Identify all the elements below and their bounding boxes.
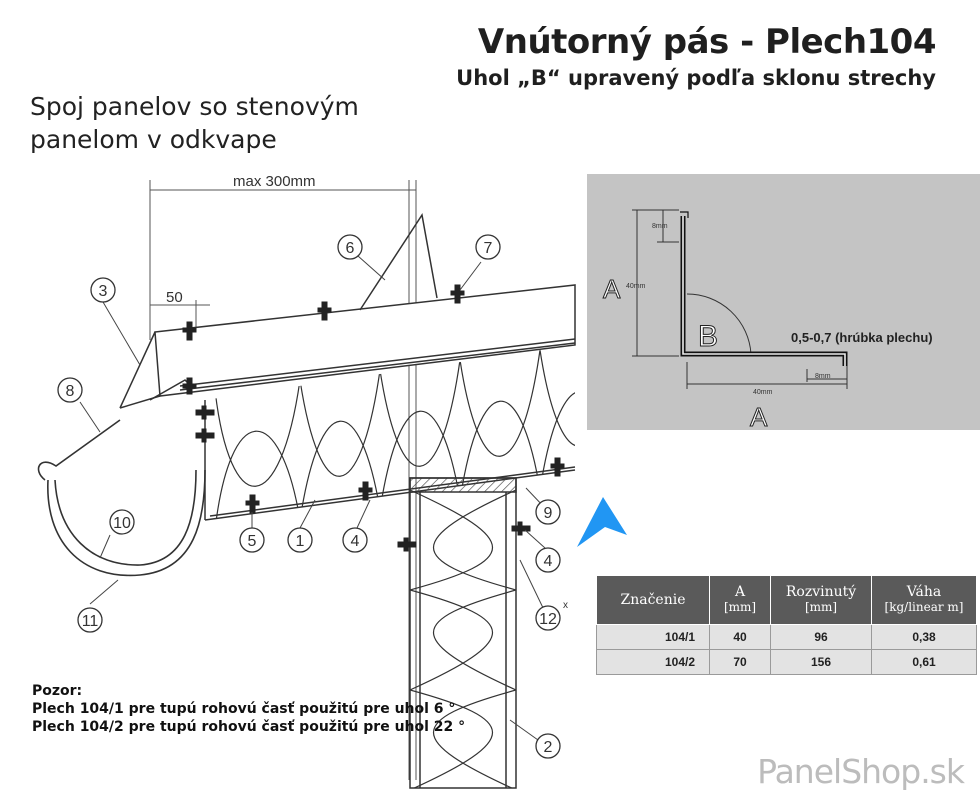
section-title: Spoj panelov so stenovým panelom v odkva…: [30, 90, 359, 156]
notes-heading: Pozor:: [32, 683, 83, 699]
header-marking: Značenie: [596, 575, 710, 625]
callout-6: 6: [346, 240, 355, 257]
callout-4-right: 4: [544, 553, 553, 570]
gutter: [37, 419, 206, 577]
label-b: B: [698, 320, 718, 353]
dim-8mm-bottom: 8mm: [815, 373, 831, 380]
notes-line-2: Plech 104/2 pre tupú rohovú časť použitú…: [32, 719, 466, 735]
brand-logo: PanelShop.sk: [757, 752, 965, 791]
cell-a: 70: [709, 649, 771, 675]
cell-weight: 0,61: [871, 649, 977, 675]
cell-unfolded: 96: [770, 624, 872, 650]
callout-11: 11: [82, 613, 99, 630]
callout-9: 9: [544, 505, 553, 522]
callout-circles: [57, 234, 561, 759]
ridge-flashing: [359, 213, 438, 311]
callout-4-left: 4: [351, 533, 360, 550]
callout-12-mark: x: [563, 600, 568, 611]
label-a-bottom: A: [750, 402, 768, 430]
thickness-note: 0,5-0,7 (hrúbka plechu): [791, 330, 933, 345]
callout-5: 5: [248, 533, 257, 550]
callout-8: 8: [66, 383, 75, 400]
dim-40mm-horizontal: 40mm: [753, 389, 773, 396]
blue-arrow-pointer-icon: [577, 497, 627, 547]
cell-weight: 0,38: [871, 624, 977, 650]
main-title: Vnútorný pás - Plech104: [477, 22, 937, 62]
notes-block: Pozor: Plech 104/1 pre tupú rohovú časť …: [32, 682, 465, 736]
callout-2: 2: [544, 739, 553, 756]
callout-3: 3: [99, 283, 108, 300]
specification-table: Značenie A[mm] Rozvinutý[mm] Váha[kg/lin…: [596, 575, 977, 675]
max-dimension-label: max 300mm: [233, 173, 316, 190]
callout-12: 12: [539, 611, 557, 628]
callout-7: 7: [484, 240, 493, 257]
screws: [182, 284, 565, 552]
callout-10: 10: [113, 515, 131, 532]
subtitle: Uhol „B“ upravený podľa sklonu strechy: [456, 66, 936, 90]
header-weight: Váha[kg/linear m]: [871, 575, 977, 625]
cell-code: 104/1: [596, 624, 710, 650]
dim-40mm-vertical: 40mm: [626, 283, 646, 290]
table-header-row: Značenie A[mm] Rozvinutý[mm] Váha[kg/lin…: [596, 575, 977, 625]
cell-unfolded: 156: [770, 649, 872, 675]
cell-code: 104/2: [596, 649, 710, 675]
label-a-left: A: [603, 274, 621, 304]
callout-1: 1: [296, 533, 305, 550]
profile-detail-drawing: A B A 8mm 40mm 40mm 8mm 0,5-0,7 (hrúbka …: [603, 209, 933, 433]
notes-line-1: Plech 104/1 pre tupú rohovú časť použitú…: [32, 701, 456, 717]
profile-detail-panel: A B A 8mm 40mm 40mm 8mm 0,5-0,7 (hrúbka …: [587, 174, 980, 433]
roof-panel: [154, 284, 576, 521]
dim-8mm-top: 8mm: [652, 223, 668, 230]
table-row: 104/2 70 156 0,61: [596, 649, 977, 675]
header-unfolded: Rozvinutý[mm]: [770, 575, 872, 625]
table-row: 104/1 40 96 0,38: [596, 624, 977, 650]
section-title-line-2: panelom v odkvape: [30, 125, 277, 154]
header-a: A[mm]: [709, 575, 771, 625]
offset-dimension-label: 50: [166, 289, 183, 306]
cell-a: 40: [709, 624, 771, 650]
section-title-line-1: Spoj panelov so stenovým: [30, 92, 359, 121]
wall-panel: [409, 477, 517, 789]
